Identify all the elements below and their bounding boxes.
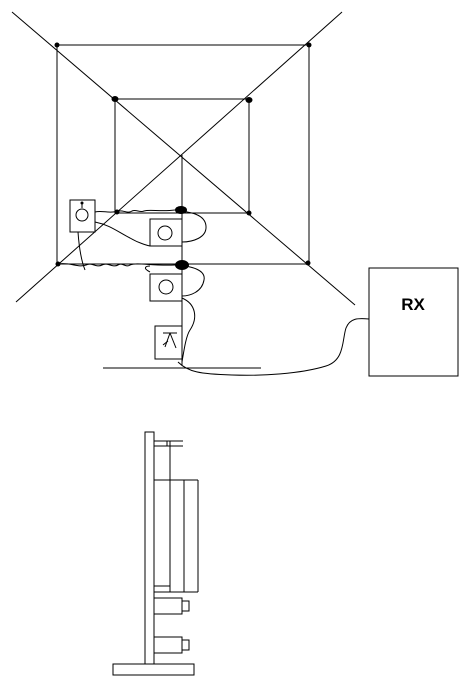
cable-upper-loop — [174, 209, 207, 243]
side-mast — [144, 431, 155, 665]
node-inner-br — [246, 210, 252, 216]
transmitter-unit — [154, 325, 183, 360]
circle-lens-icon — [158, 279, 174, 295]
diagonal-line-2 — [15, 11, 343, 303]
top-view: RX — [11, 11, 459, 377]
lower-sensor — [149, 273, 183, 302]
cable-lower-wire — [57, 263, 176, 267]
cable-lower-loop — [174, 264, 205, 297]
receiver: RX — [368, 267, 459, 377]
node-mast-upper — [175, 206, 187, 214]
cable-tx-to-rx — [177, 318, 370, 376]
node-outer-br — [305, 260, 311, 266]
cable-meter-down — [94, 221, 151, 247]
meter-box — [69, 199, 96, 233]
base-plate — [112, 663, 195, 676]
node-mast-lower — [175, 260, 189, 270]
side-sensor-lower — [153, 636, 190, 654]
node-inner-tl — [111, 96, 119, 102]
cables — [57, 209, 370, 376]
receiver-label: RX — [401, 295, 425, 314]
circle-gauge-icon — [75, 208, 89, 222]
node-inner-tr — [245, 97, 253, 103]
meter-device — [69, 199, 96, 233]
side-sensor-upper — [153, 597, 190, 615]
cable-sensor-to-tx — [181, 297, 196, 363]
circle-lens-icon — [157, 225, 173, 241]
cable-meter-upper — [94, 209, 176, 213]
node-outer-tl — [54, 42, 60, 48]
cable-meter-drop — [77, 231, 86, 271]
cable-lower-to-tx — [144, 265, 151, 273]
node-outer-tr — [306, 42, 312, 48]
receiver-box — [368, 267, 459, 377]
transmitter-box — [154, 325, 183, 360]
lower-sensor-box — [149, 273, 183, 302]
upper-sensor-box — [149, 218, 183, 247]
antenna-icon — [162, 332, 177, 349]
meter-pivot — [80, 201, 84, 205]
upper-sensor — [149, 218, 183, 247]
corner-nodes — [54, 42, 312, 270]
diagonal-line-1 — [11, 11, 356, 306]
side-view — [112, 431, 199, 676]
